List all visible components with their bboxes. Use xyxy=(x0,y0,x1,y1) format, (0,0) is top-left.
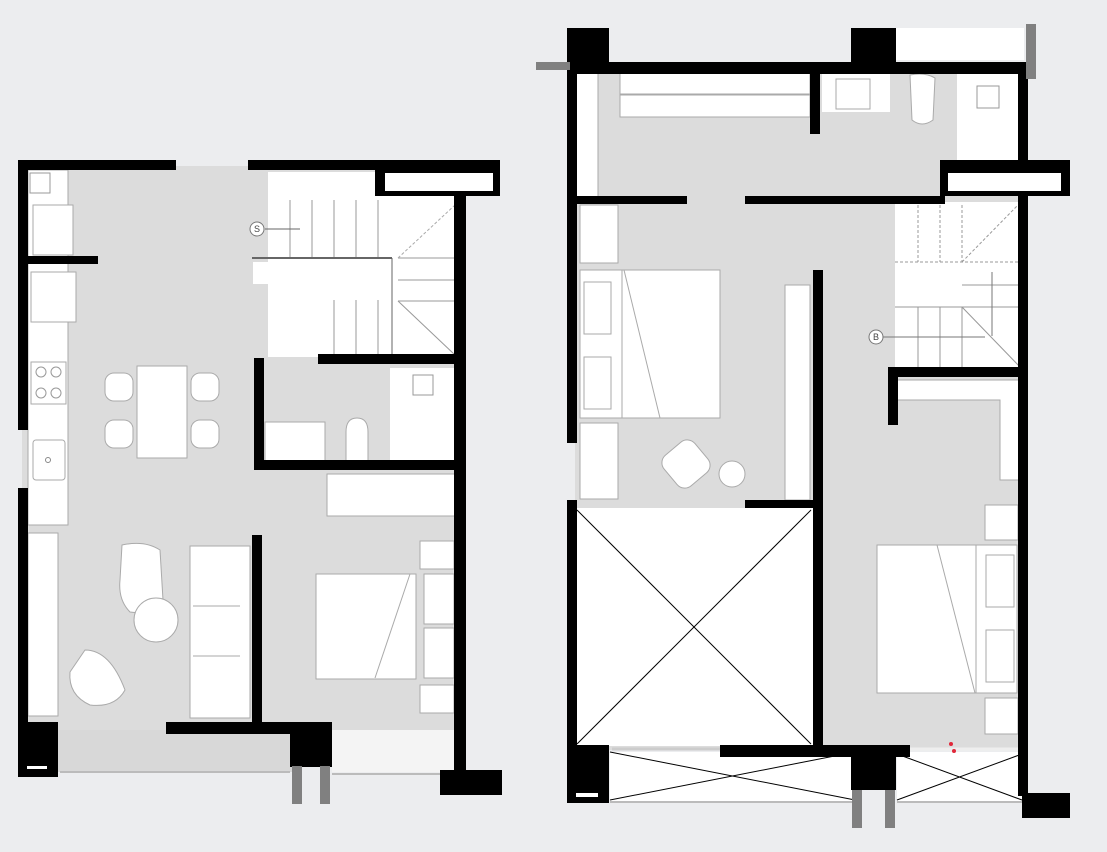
appliance-box xyxy=(29,172,51,194)
pantry xyxy=(30,271,77,323)
shower-drain xyxy=(412,374,434,396)
nightstand xyxy=(984,504,1019,541)
bed xyxy=(315,540,455,714)
cooktop-icon xyxy=(30,361,67,405)
wall-vent xyxy=(576,793,598,797)
bed xyxy=(876,544,1018,694)
shower-area xyxy=(957,72,1020,160)
wall-window xyxy=(896,28,1024,60)
stair-up-marker: S xyxy=(249,221,265,237)
column-stub xyxy=(292,766,302,804)
accent-marker xyxy=(949,742,956,753)
stair-up-label: S xyxy=(254,224,260,234)
stair-down-label: B xyxy=(873,332,879,342)
nightstand xyxy=(579,204,619,264)
ground-walls xyxy=(18,160,502,795)
bed xyxy=(579,269,721,419)
dining-chair xyxy=(104,419,134,449)
wall-vent xyxy=(27,766,47,769)
nightstand xyxy=(984,697,1019,735)
column-stub xyxy=(885,790,895,828)
column-stub xyxy=(536,62,570,70)
column-stub xyxy=(320,766,330,804)
dining-chair xyxy=(190,419,220,449)
side-table xyxy=(133,597,179,643)
shower-drain xyxy=(976,85,1000,109)
wall-cutout xyxy=(948,173,1061,191)
closet-top-2 xyxy=(619,94,811,118)
fridge xyxy=(32,204,74,256)
bedroom-balcony xyxy=(332,730,460,772)
stair-down-marker: B xyxy=(868,329,884,345)
dining-chair xyxy=(190,372,220,402)
dining-chair xyxy=(104,372,134,402)
terrace xyxy=(609,751,1023,803)
balcony-strip xyxy=(55,730,295,772)
side-table xyxy=(718,460,746,488)
wardrobe xyxy=(784,284,811,501)
dining-table xyxy=(136,365,188,459)
ground-floor-plan: S xyxy=(18,160,502,804)
sofa xyxy=(189,545,251,719)
upper-stair xyxy=(882,202,1021,368)
toilet-icon xyxy=(909,73,936,125)
kitchen-sink-icon xyxy=(32,439,66,481)
closet-top xyxy=(619,71,811,95)
column-stub xyxy=(852,790,862,828)
wardrobe xyxy=(326,473,456,517)
tv-cabinet xyxy=(27,532,59,717)
double-height-void xyxy=(575,508,813,746)
ground-bathroom xyxy=(390,368,455,462)
column-stub xyxy=(1026,24,1036,79)
toilet-icon xyxy=(345,417,369,463)
upper-floor-plan: B xyxy=(536,24,1070,828)
sink-icon xyxy=(835,78,871,110)
nightstand xyxy=(579,422,619,500)
ground-stair xyxy=(252,172,456,357)
closet-left xyxy=(575,71,599,201)
armchair xyxy=(69,649,126,706)
vanity xyxy=(264,421,326,463)
armchair xyxy=(661,439,711,489)
